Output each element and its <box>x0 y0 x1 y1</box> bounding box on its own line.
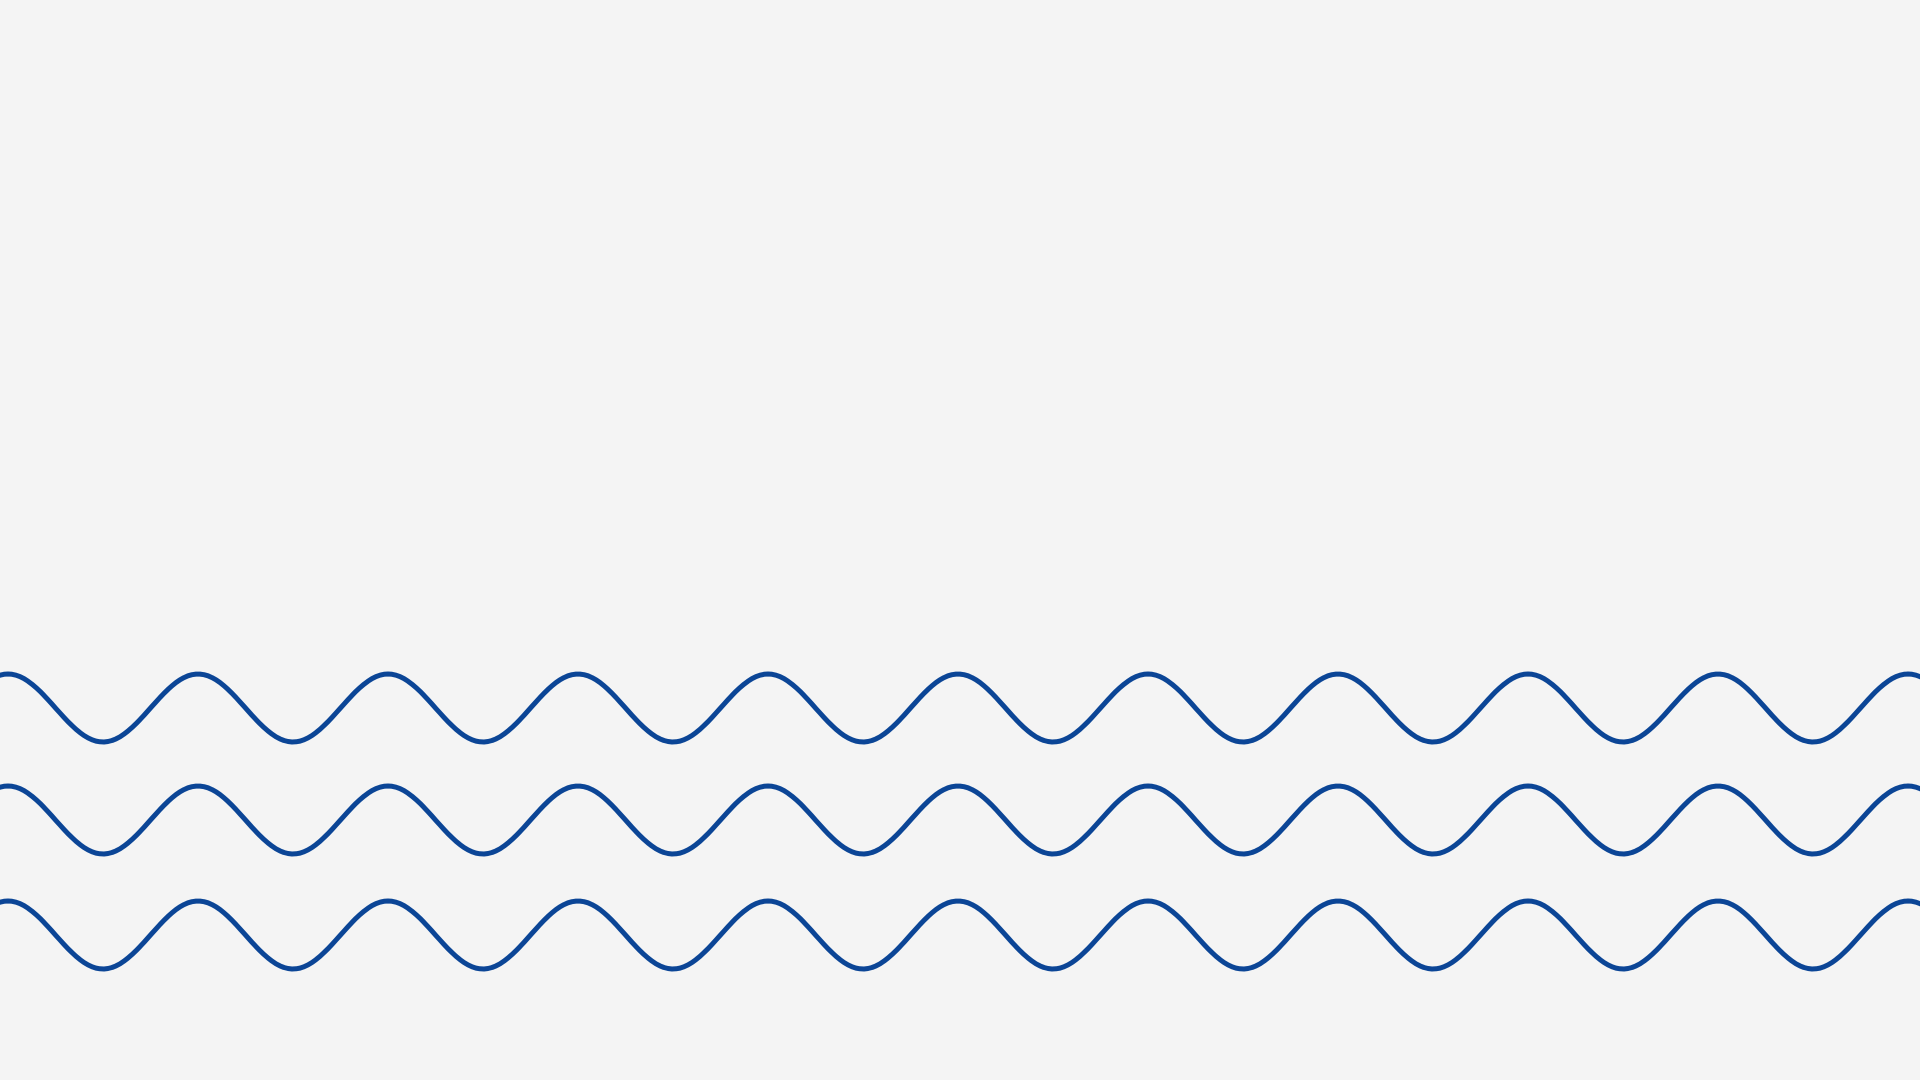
wave-line-3 <box>0 898 1920 972</box>
wave-line-2 <box>0 783 1920 857</box>
wave-line-1 <box>0 671 1920 745</box>
